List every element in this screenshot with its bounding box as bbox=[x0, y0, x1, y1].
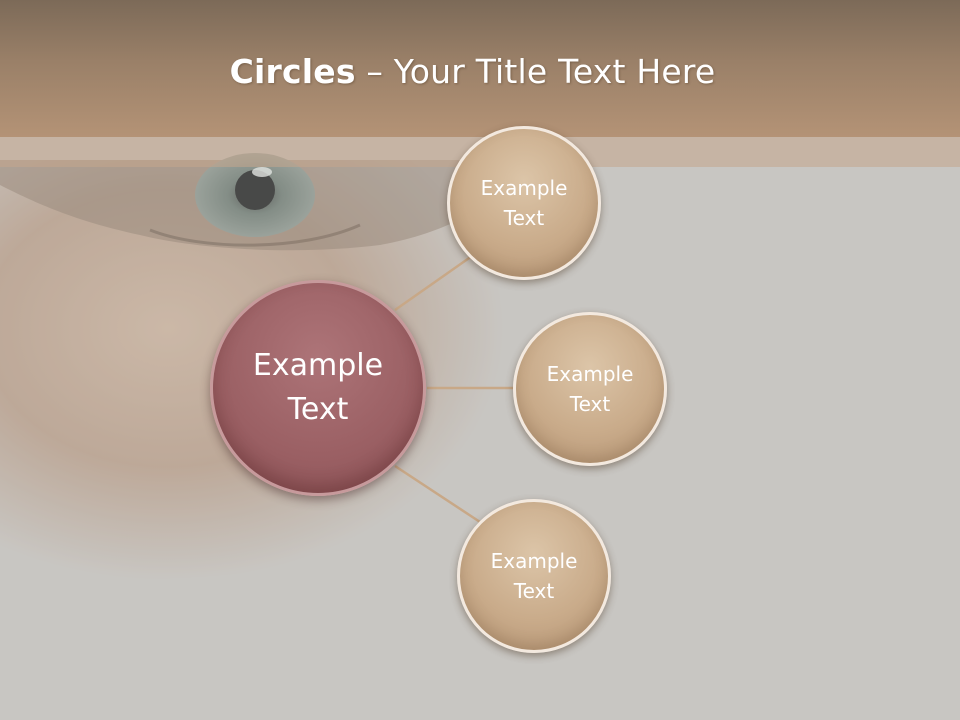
satellite-circle-bottom[interactable]: Example Text bbox=[457, 499, 611, 653]
center-circle-line1: Example bbox=[252, 348, 384, 383]
satellite-bottom-line2: Text bbox=[513, 579, 555, 603]
satellite-middle-line2: Text bbox=[569, 392, 611, 416]
satellite-bottom-line1: Example bbox=[490, 549, 578, 573]
title-bold: Circles bbox=[229, 52, 356, 91]
center-circle-line2: Text bbox=[287, 392, 349, 427]
slide-title[interactable]: Circles – Your Title Text Here bbox=[0, 52, 945, 91]
satellite-circle-top[interactable]: Example Text bbox=[447, 126, 601, 280]
connector-top bbox=[394, 254, 473, 312]
satellite-top-line1: Example bbox=[480, 176, 568, 200]
connector-bottom bbox=[394, 464, 481, 524]
title-rest: – Your Title Text Here bbox=[355, 52, 716, 91]
title-bar bbox=[0, 0, 960, 137]
center-circle[interactable]: Example Text bbox=[210, 280, 426, 496]
satellite-middle-line1: Example bbox=[546, 362, 634, 386]
satellite-top-line2: Text bbox=[503, 206, 545, 230]
satellite-circle-middle[interactable]: Example Text bbox=[513, 312, 667, 466]
